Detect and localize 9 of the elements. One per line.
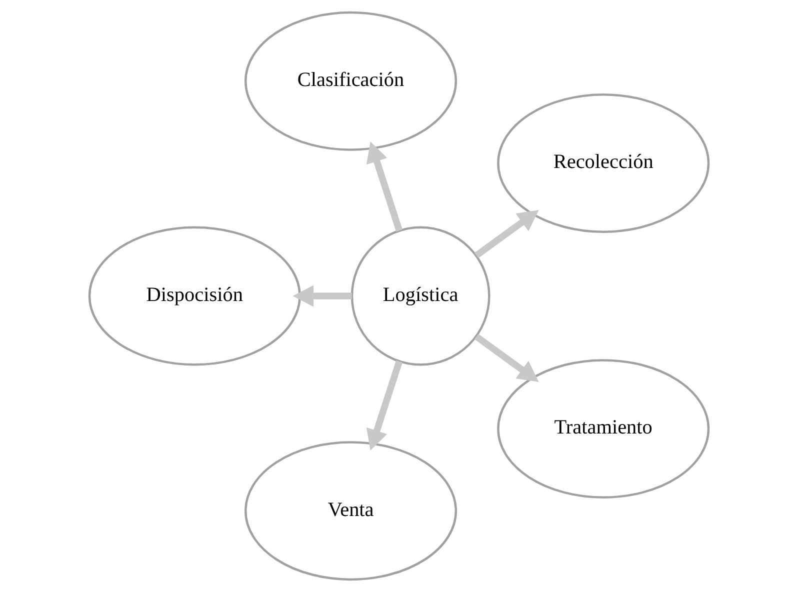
arrow: [474, 210, 539, 258]
arrow: [366, 142, 403, 232]
node-ellipse: Venta: [244, 441, 458, 581]
node-circle: Logística: [350, 226, 490, 366]
node-ellipse: Clasificación: [244, 11, 458, 151]
node-ellipse: Dispocisión: [88, 226, 301, 366]
arrow: [366, 360, 403, 451]
arrow: [292, 285, 352, 307]
arrow: [474, 334, 539, 382]
